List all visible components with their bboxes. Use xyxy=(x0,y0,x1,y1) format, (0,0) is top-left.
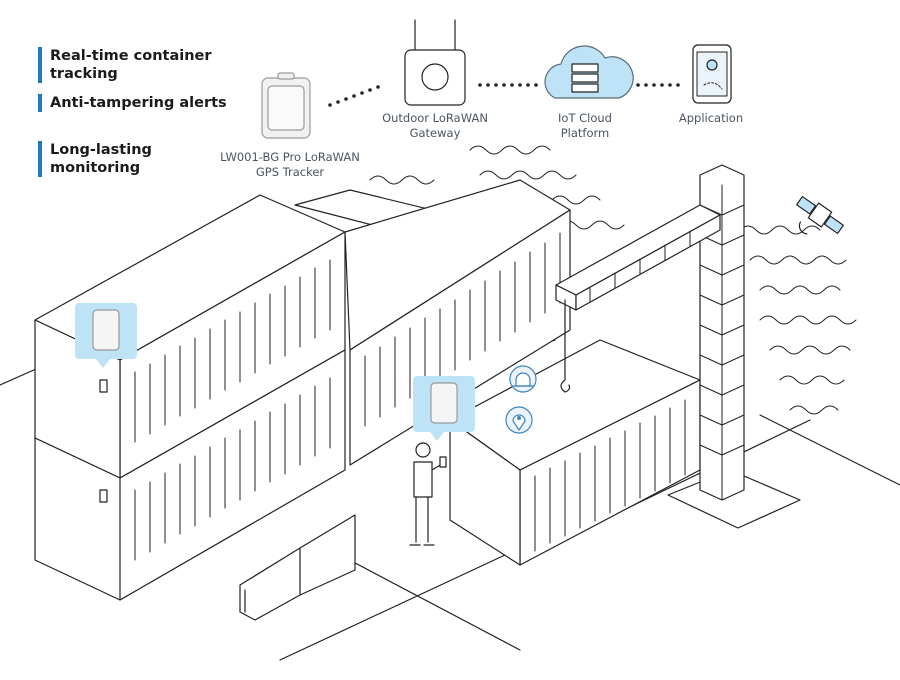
application-label: Application xyxy=(678,111,744,125)
gateway-icon xyxy=(404,19,466,106)
feature-tracking: Real-time container tracking xyxy=(38,47,240,83)
cloud-label: IoT Cloud Platform xyxy=(558,111,612,140)
wireless-waves xyxy=(369,145,857,415)
tracker-callout-person xyxy=(413,376,475,441)
container-middle xyxy=(344,179,571,466)
barrier xyxy=(239,514,356,621)
gateway-label: Outdoor LoRaWAN Gateway xyxy=(382,111,488,140)
feature-monitoring: Long-lasting monitoring xyxy=(38,141,240,177)
phone-map-icon xyxy=(692,44,732,104)
alarm-icon xyxy=(509,365,537,393)
tracker-label: LW001-BG Pro LoRaWAN GPS Tracker xyxy=(220,150,360,179)
crane xyxy=(555,164,801,529)
feature-anti-tampering: Anti-tampering alerts xyxy=(38,94,240,112)
worker-person xyxy=(409,442,447,546)
satellite-icon xyxy=(796,195,844,235)
cloud-server-icon xyxy=(544,45,634,99)
container-left-bottom xyxy=(34,349,346,601)
tracker-callout-left xyxy=(75,303,137,368)
container-right xyxy=(449,339,701,566)
location-pin-icon xyxy=(505,406,533,434)
tracker-device-icon xyxy=(261,72,311,139)
